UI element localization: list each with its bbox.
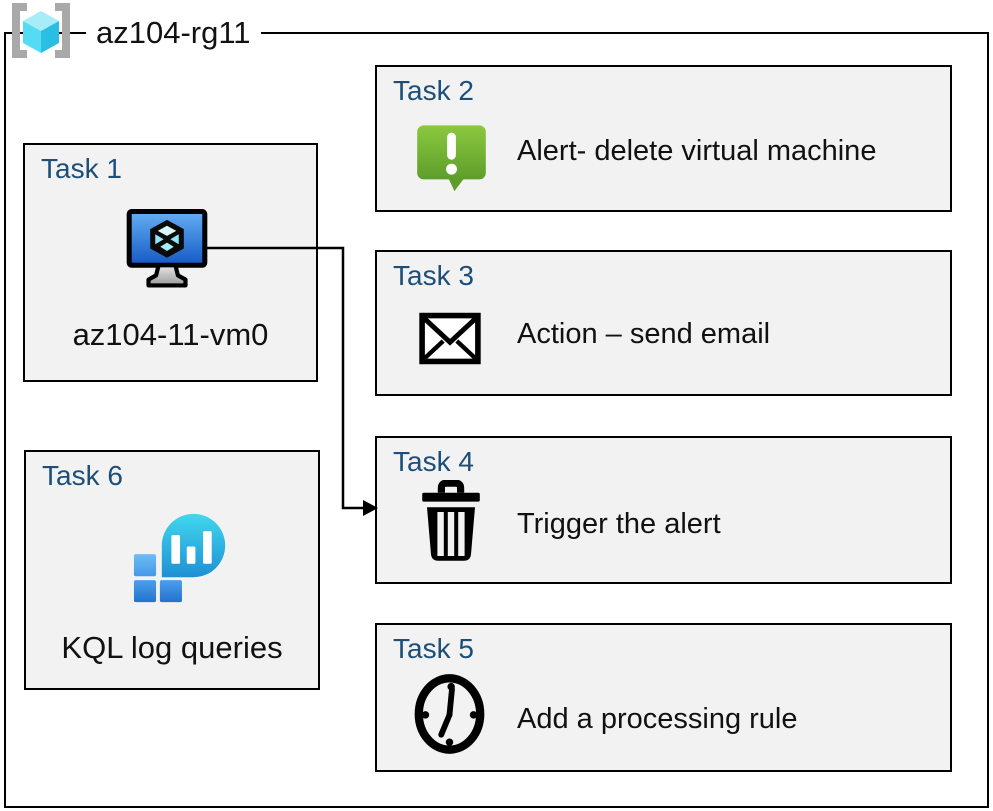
log-analytics-icon	[133, 513, 226, 603]
task4-text: Trigger the alert	[517, 508, 721, 540]
task1-label: Task 1	[41, 153, 122, 184]
task4-label: Task 4	[393, 446, 474, 477]
resource-group-title: az104-rg11	[86, 11, 261, 55]
clock-icon	[414, 674, 485, 754]
resource-group-icon	[12, 3, 70, 58]
alert-icon	[417, 125, 486, 192]
task2-label: Task 2	[393, 75, 474, 106]
task1-box: Task 1 az104-11-vm0	[23, 143, 318, 382]
task3-label: Task 3	[393, 260, 474, 291]
task5-text: Add a processing rule	[517, 703, 798, 735]
resource-group-boundary	[4, 32, 989, 808]
task3-text: Action – send email	[517, 318, 771, 350]
task5-label: Task 5	[393, 633, 474, 664]
task1-text: az104-11-vm0	[72, 317, 269, 352]
task3-box: Task 3 Action – send email	[375, 250, 952, 396]
task4-box: Task 4 Trigger the alert	[375, 436, 952, 584]
task2-text: Alert- delete virtual machine	[517, 135, 877, 167]
task6-box: Task 6 KQL log queries	[24, 450, 320, 690]
virtual-machine-icon	[126, 208, 208, 288]
email-icon	[419, 312, 481, 365]
task6-text: KQL log queries	[61, 630, 283, 665]
task5-box: Task 5 Add a processing rule	[375, 623, 952, 772]
task2-box: Task 2 Alert- delete virtual machine	[375, 65, 952, 212]
task6-label: Task 6	[42, 460, 123, 491]
trash-icon	[422, 480, 480, 561]
